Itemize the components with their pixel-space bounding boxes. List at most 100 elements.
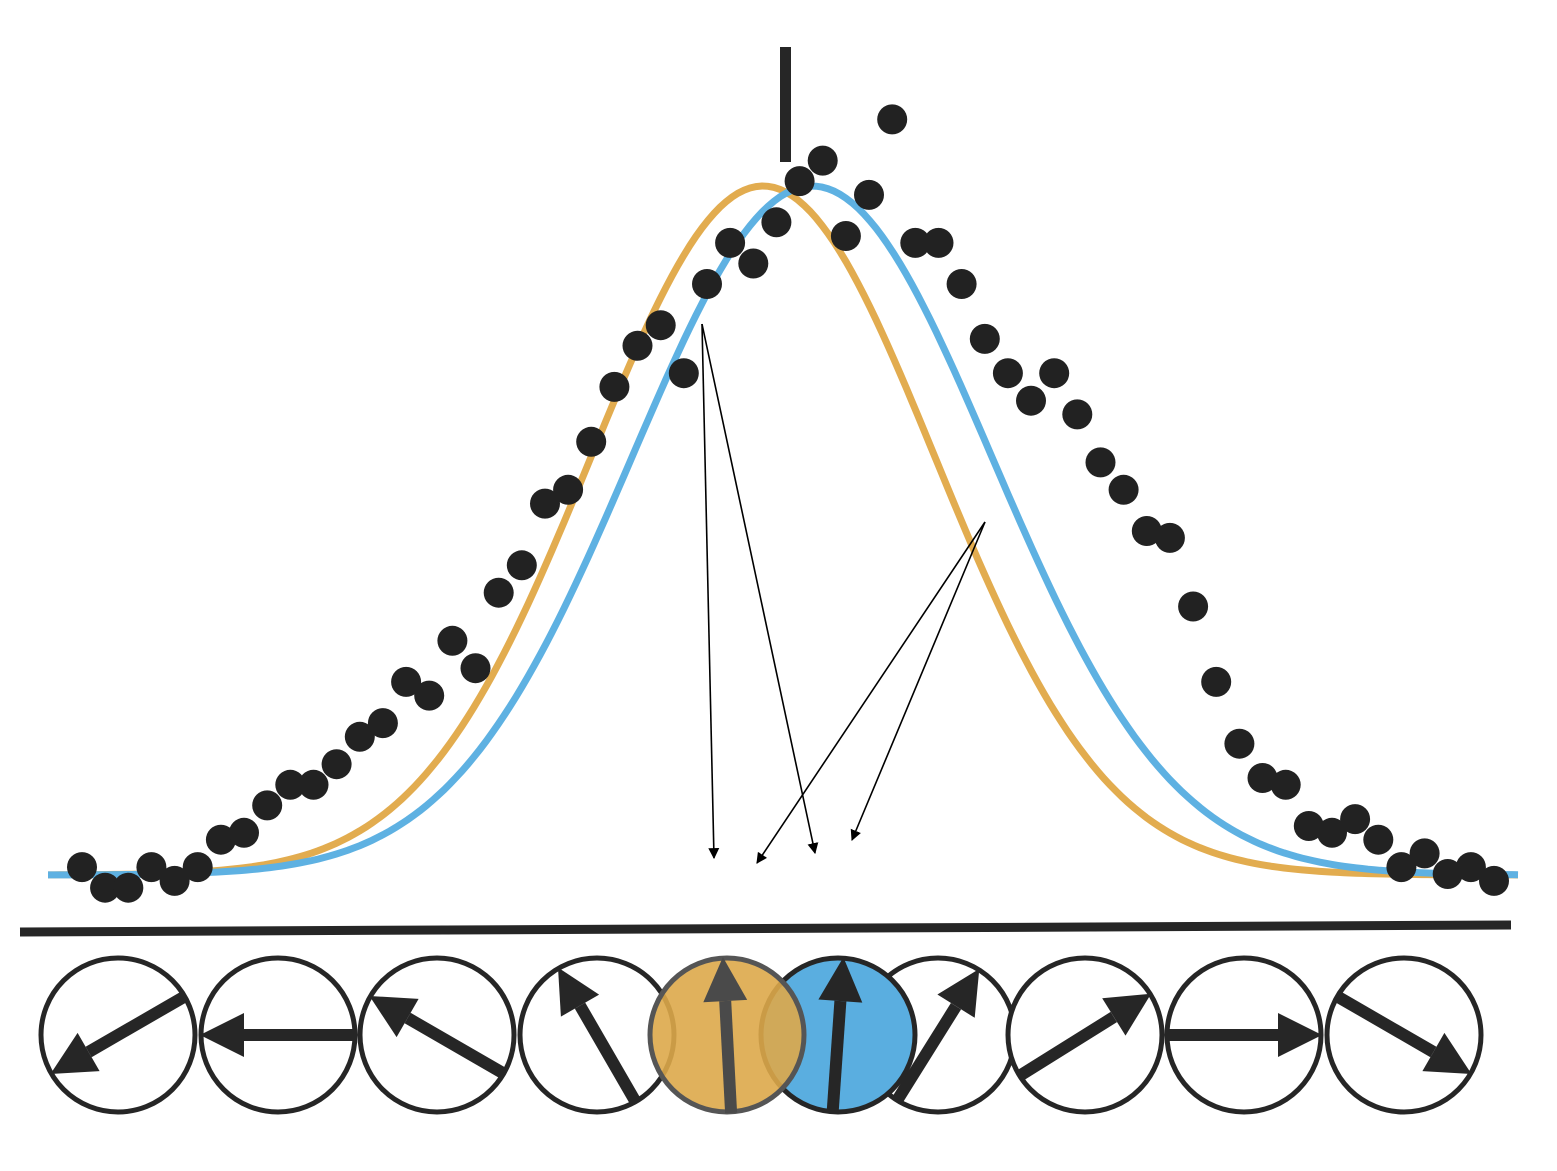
- correlation-arrows: [701, 323, 986, 864]
- data-point: [1432, 859, 1463, 889]
- spin-dial-blue: [758, 955, 918, 1115]
- data-point: [1317, 817, 1347, 848]
- spin-arrow-head: [1102, 993, 1152, 1036]
- data-point: [715, 227, 746, 258]
- spin-arrow-head: [369, 996, 419, 1038]
- data-point: [992, 358, 1023, 389]
- data-point: [483, 577, 514, 608]
- spin-dial: [1005, 955, 1165, 1115]
- data-point: [553, 474, 584, 505]
- baseline-axis: [19, 920, 1512, 937]
- data-point: [692, 269, 722, 299]
- data-point: [1224, 728, 1255, 759]
- data-point: [298, 769, 329, 800]
- data-point: [1085, 447, 1116, 478]
- data-point: [622, 330, 653, 361]
- data-point: [1340, 804, 1371, 835]
- spin-arrow-shaft: [891, 1003, 962, 1105]
- data-point: [136, 852, 167, 883]
- spin-arrow-orange-shaft: [719, 1000, 738, 1114]
- spin-dial: [1324, 955, 1484, 1115]
- spin-arrow-head: [1278, 1013, 1322, 1057]
- spin-arrow-head: [1422, 1032, 1472, 1074]
- data-point: [205, 824, 236, 855]
- data-point: [275, 769, 306, 800]
- spin-arrow-shaft: [1333, 990, 1437, 1058]
- data-point: [1455, 852, 1486, 883]
- spin-arrow-head: [558, 967, 600, 1017]
- data-point: [90, 872, 121, 903]
- data-point: [900, 227, 931, 258]
- data-point: [506, 550, 537, 581]
- data-point: [599, 371, 630, 402]
- data-point: [923, 227, 954, 258]
- data-point: [1154, 522, 1185, 553]
- data-point: [1131, 516, 1162, 546]
- data-point: [1479, 865, 1509, 896]
- data-point: [229, 817, 259, 848]
- fit-curve-orange: [48, 182, 1519, 879]
- data-point: [414, 680, 445, 711]
- data-point: [1293, 811, 1324, 841]
- data-point: [321, 749, 352, 780]
- data-point: [113, 872, 144, 903]
- data-point: [344, 721, 375, 752]
- data-point: [182, 852, 213, 883]
- pointer-arrow: [850, 521, 986, 842]
- data-point: [946, 269, 977, 299]
- data-point: [1363, 824, 1394, 855]
- spin-dial: [198, 955, 358, 1115]
- spin-arrow-orange-head: [703, 957, 748, 1003]
- pointer-arrow: [701, 323, 720, 860]
- data-point: [576, 426, 607, 457]
- data-point: [1108, 474, 1139, 505]
- data-point: [738, 248, 769, 279]
- data-point: [1386, 852, 1417, 883]
- data-point: [1201, 666, 1232, 697]
- data-point: [460, 653, 491, 684]
- data-point: [437, 625, 468, 656]
- spin-arrow-head: [937, 968, 980, 1018]
- spin-arrow-shaft: [404, 1012, 508, 1080]
- data-point: [530, 488, 560, 519]
- spin-dial: [517, 955, 677, 1115]
- spin-dial-row: [38, 955, 1484, 1115]
- spin-arrow-shaft: [85, 990, 189, 1058]
- data-point: [969, 323, 1000, 354]
- data-point: [877, 104, 908, 135]
- data-point: [807, 145, 838, 176]
- spin-dial-orange: [647, 955, 807, 1115]
- data-point: [761, 207, 792, 238]
- data-point: [645, 310, 676, 341]
- data-point: [391, 666, 422, 697]
- fit-curve-blue: [48, 182, 1519, 879]
- spin-arrow-shaft: [1015, 1011, 1117, 1082]
- data-point: [1247, 763, 1278, 793]
- spin-arrow-head: [200, 1013, 244, 1057]
- spin-dial: [1164, 955, 1324, 1115]
- data-point: [1409, 838, 1440, 869]
- data-point: [1016, 385, 1046, 416]
- spin-arrow-shaft: [574, 1002, 642, 1106]
- data-point: [1039, 358, 1070, 389]
- data-point: [367, 708, 398, 739]
- data-point: [1270, 769, 1301, 800]
- data-point: [67, 852, 97, 883]
- fit-curves: [48, 182, 1519, 879]
- data-point: [784, 166, 815, 197]
- data-point: [830, 221, 861, 251]
- data-point: [1178, 591, 1209, 622]
- data-point: [854, 179, 884, 210]
- data-point: [159, 865, 190, 896]
- peak-marker: [780, 47, 791, 162]
- data-point: [1062, 399, 1093, 430]
- pointer-arrow: [756, 521, 986, 864]
- spin-dial: [357, 955, 517, 1115]
- spin-dial: [38, 955, 198, 1115]
- spin-arrow-blue-shaft: [826, 1000, 847, 1114]
- data-points: [67, 104, 1509, 903]
- pointer-arrow: [701, 323, 819, 855]
- data-point: [252, 790, 283, 821]
- spin-arrow-head: [50, 1032, 100, 1074]
